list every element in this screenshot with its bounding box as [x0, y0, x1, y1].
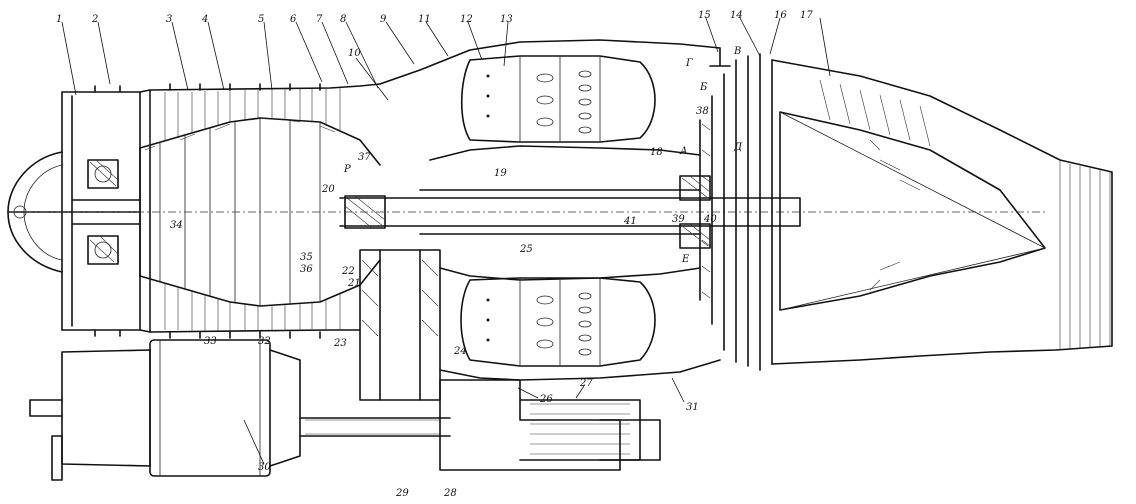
compressor-rotor-drum [139, 88, 381, 331]
combustion-chamber-upper [379, 39, 731, 161]
callout-19: 19 [494, 168, 507, 179]
section-letter-r: Р [343, 164, 351, 175]
callout-28: 28 [443, 488, 457, 499]
callout-25: 25 [519, 244, 533, 255]
callout-12: 12 [460, 14, 473, 25]
accessory-gearbox [359, 249, 661, 471]
callout-17: 17 [800, 10, 813, 21]
callout-33: 33 [204, 336, 217, 347]
callout-26: 26 [539, 394, 553, 405]
callout-39: 39 [672, 214, 685, 225]
callout-32: 32 [258, 336, 271, 347]
section-letter-g: Г [685, 58, 693, 69]
callout-9: 9 [380, 14, 387, 25]
callout-21: 21 [347, 278, 361, 289]
callout-10: 10 [348, 48, 361, 59]
callout-30: 30 [258, 462, 271, 473]
section-letter-v: В [733, 46, 741, 57]
starter-generator [29, 339, 451, 481]
callout-3: 3 [166, 14, 172, 25]
callout-13: 13 [500, 14, 513, 25]
callout-8: 8 [340, 14, 346, 25]
callout-34: 34 [170, 220, 183, 231]
main-shaft [8, 189, 1045, 235]
callout-7: 7 [316, 14, 323, 25]
callout-31: 31 [686, 402, 699, 413]
front-bearing-housing [71, 159, 141, 265]
callout-35: 35 [300, 252, 313, 263]
callout-2: 2 [91, 14, 98, 25]
section-letter-d: Д [733, 142, 743, 153]
callout-27: 27 [579, 378, 593, 389]
callout-40: 40 [703, 214, 717, 225]
callout-41: 41 [623, 216, 637, 227]
section-letter-e: Е [681, 254, 690, 265]
callout-22: 22 [341, 266, 355, 277]
callout-16: 16 [774, 10, 787, 21]
callout-29: 29 [395, 488, 409, 499]
exhaust-nozzle [771, 59, 1113, 365]
callout-11: 11 [418, 14, 431, 25]
combustion-chamber-lower [439, 267, 721, 381]
callout-1: 1 [56, 14, 62, 25]
callout-20: 20 [321, 184, 335, 195]
section-letter-a: А [679, 146, 688, 157]
callout-24: 24 [453, 346, 467, 357]
callout-15: 15 [698, 10, 711, 21]
callout-23: 23 [333, 338, 347, 349]
callout-38: 38 [696, 106, 709, 117]
callout-5: 5 [258, 14, 264, 25]
callout-18: 18 [650, 147, 663, 158]
callout-4: 4 [201, 14, 208, 25]
callout-36: 36 [300, 264, 313, 275]
callout-6: 6 [290, 14, 297, 25]
callout-14: 14 [730, 10, 743, 21]
callouts: 1 2 3 4 5 6 7 8 9 10 11 12 13 14 15 16 1… [56, 10, 831, 499]
section-letter-b: Б [699, 82, 708, 93]
callout-37: 37 [358, 152, 371, 163]
